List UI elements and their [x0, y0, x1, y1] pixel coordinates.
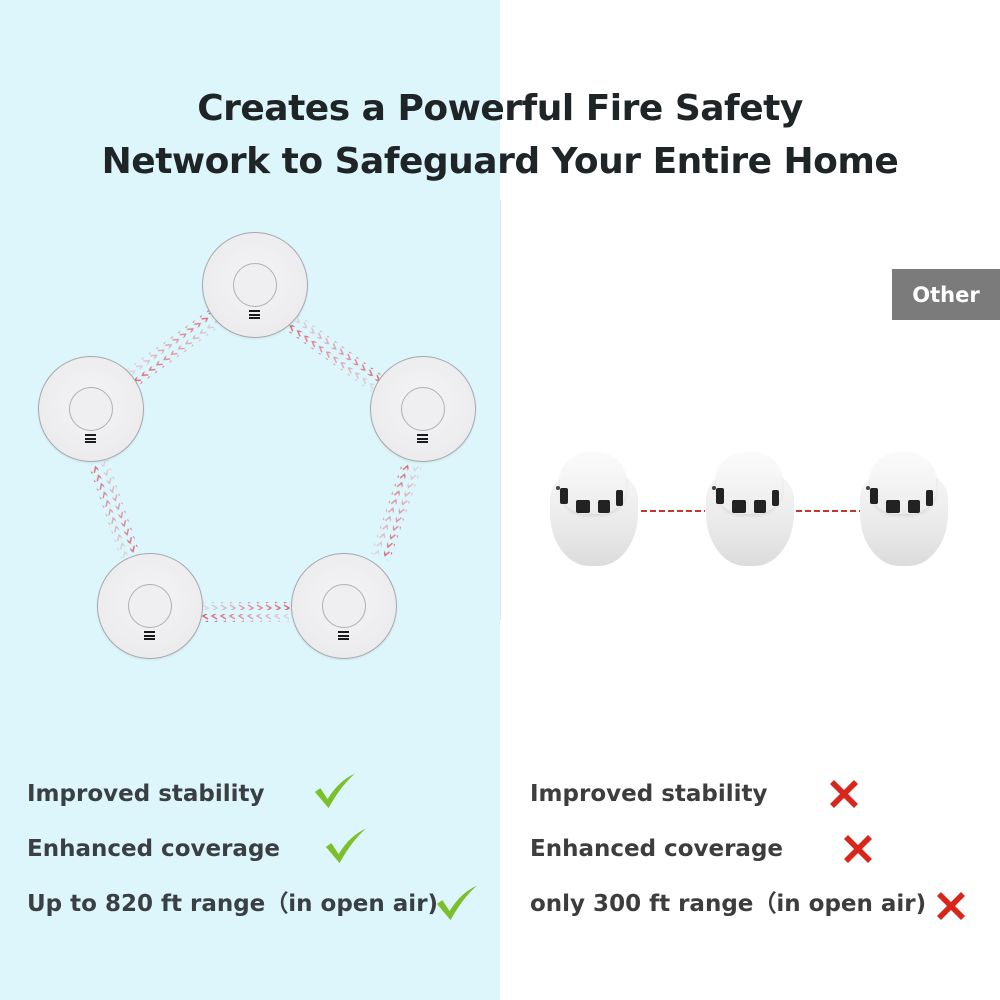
title-line-2: Network to Safeguard Your Entire Home — [101, 141, 899, 182]
check-icon — [436, 885, 477, 921]
feature-label: Enhanced coverage — [27, 836, 281, 862]
other-badge: Other — [892, 269, 1000, 320]
check-icon — [325, 828, 366, 864]
smart-detector-bottom-left — [97, 553, 203, 659]
feature-label: Improved stability — [530, 781, 768, 807]
smart-detector-bottom-right — [291, 553, 397, 659]
other-detector-1 — [548, 450, 640, 568]
detector-button — [322, 584, 366, 628]
detector-vent-icon — [417, 434, 428, 443]
detector-vent-icon — [249, 310, 260, 319]
feature-label: Improved stability — [27, 781, 265, 807]
cross-icon — [844, 835, 872, 863]
check-icon — [314, 773, 355, 809]
right-feature-row: Enhanced coverage — [530, 829, 783, 869]
dashed-link-1 — [641, 510, 705, 512]
smart-detector-right — [370, 356, 476, 462]
feature-label: Up to 820 ft range（in open air) — [27, 891, 439, 917]
feature-label: only 300 ft range（in open air) — [530, 891, 927, 917]
cross-icon — [937, 892, 965, 920]
detector-vent-icon — [144, 631, 155, 640]
detector-button — [401, 387, 445, 431]
detector-vent-icon — [85, 434, 96, 443]
other-detector-2 — [704, 450, 796, 568]
title-line-1: Creates a Powerful Fire Safety — [197, 88, 803, 129]
smart-detector-top — [202, 232, 308, 338]
right-feature-row: only 300 ft range（in open air) — [530, 884, 926, 924]
detector-button — [69, 387, 113, 431]
smart-detector-left — [38, 356, 144, 462]
left-feature-row: Enhanced coverage — [27, 829, 280, 869]
cross-icon — [830, 780, 858, 808]
panel-divider — [500, 200, 501, 620]
feature-label: Enhanced coverage — [530, 836, 784, 862]
page-title: Creates a Powerful Fire Safety Network t… — [0, 82, 1000, 188]
other-detector-3 — [858, 450, 950, 568]
left-feature-row: Improved stability — [27, 774, 265, 814]
detector-button — [128, 584, 172, 628]
right-feature-row: Improved stability — [530, 774, 768, 814]
left-feature-row: Up to 820 ft range（in open air) — [27, 884, 438, 924]
detector-vent-icon — [338, 631, 349, 640]
detector-button — [233, 263, 277, 307]
dashed-link-2 — [796, 510, 860, 512]
